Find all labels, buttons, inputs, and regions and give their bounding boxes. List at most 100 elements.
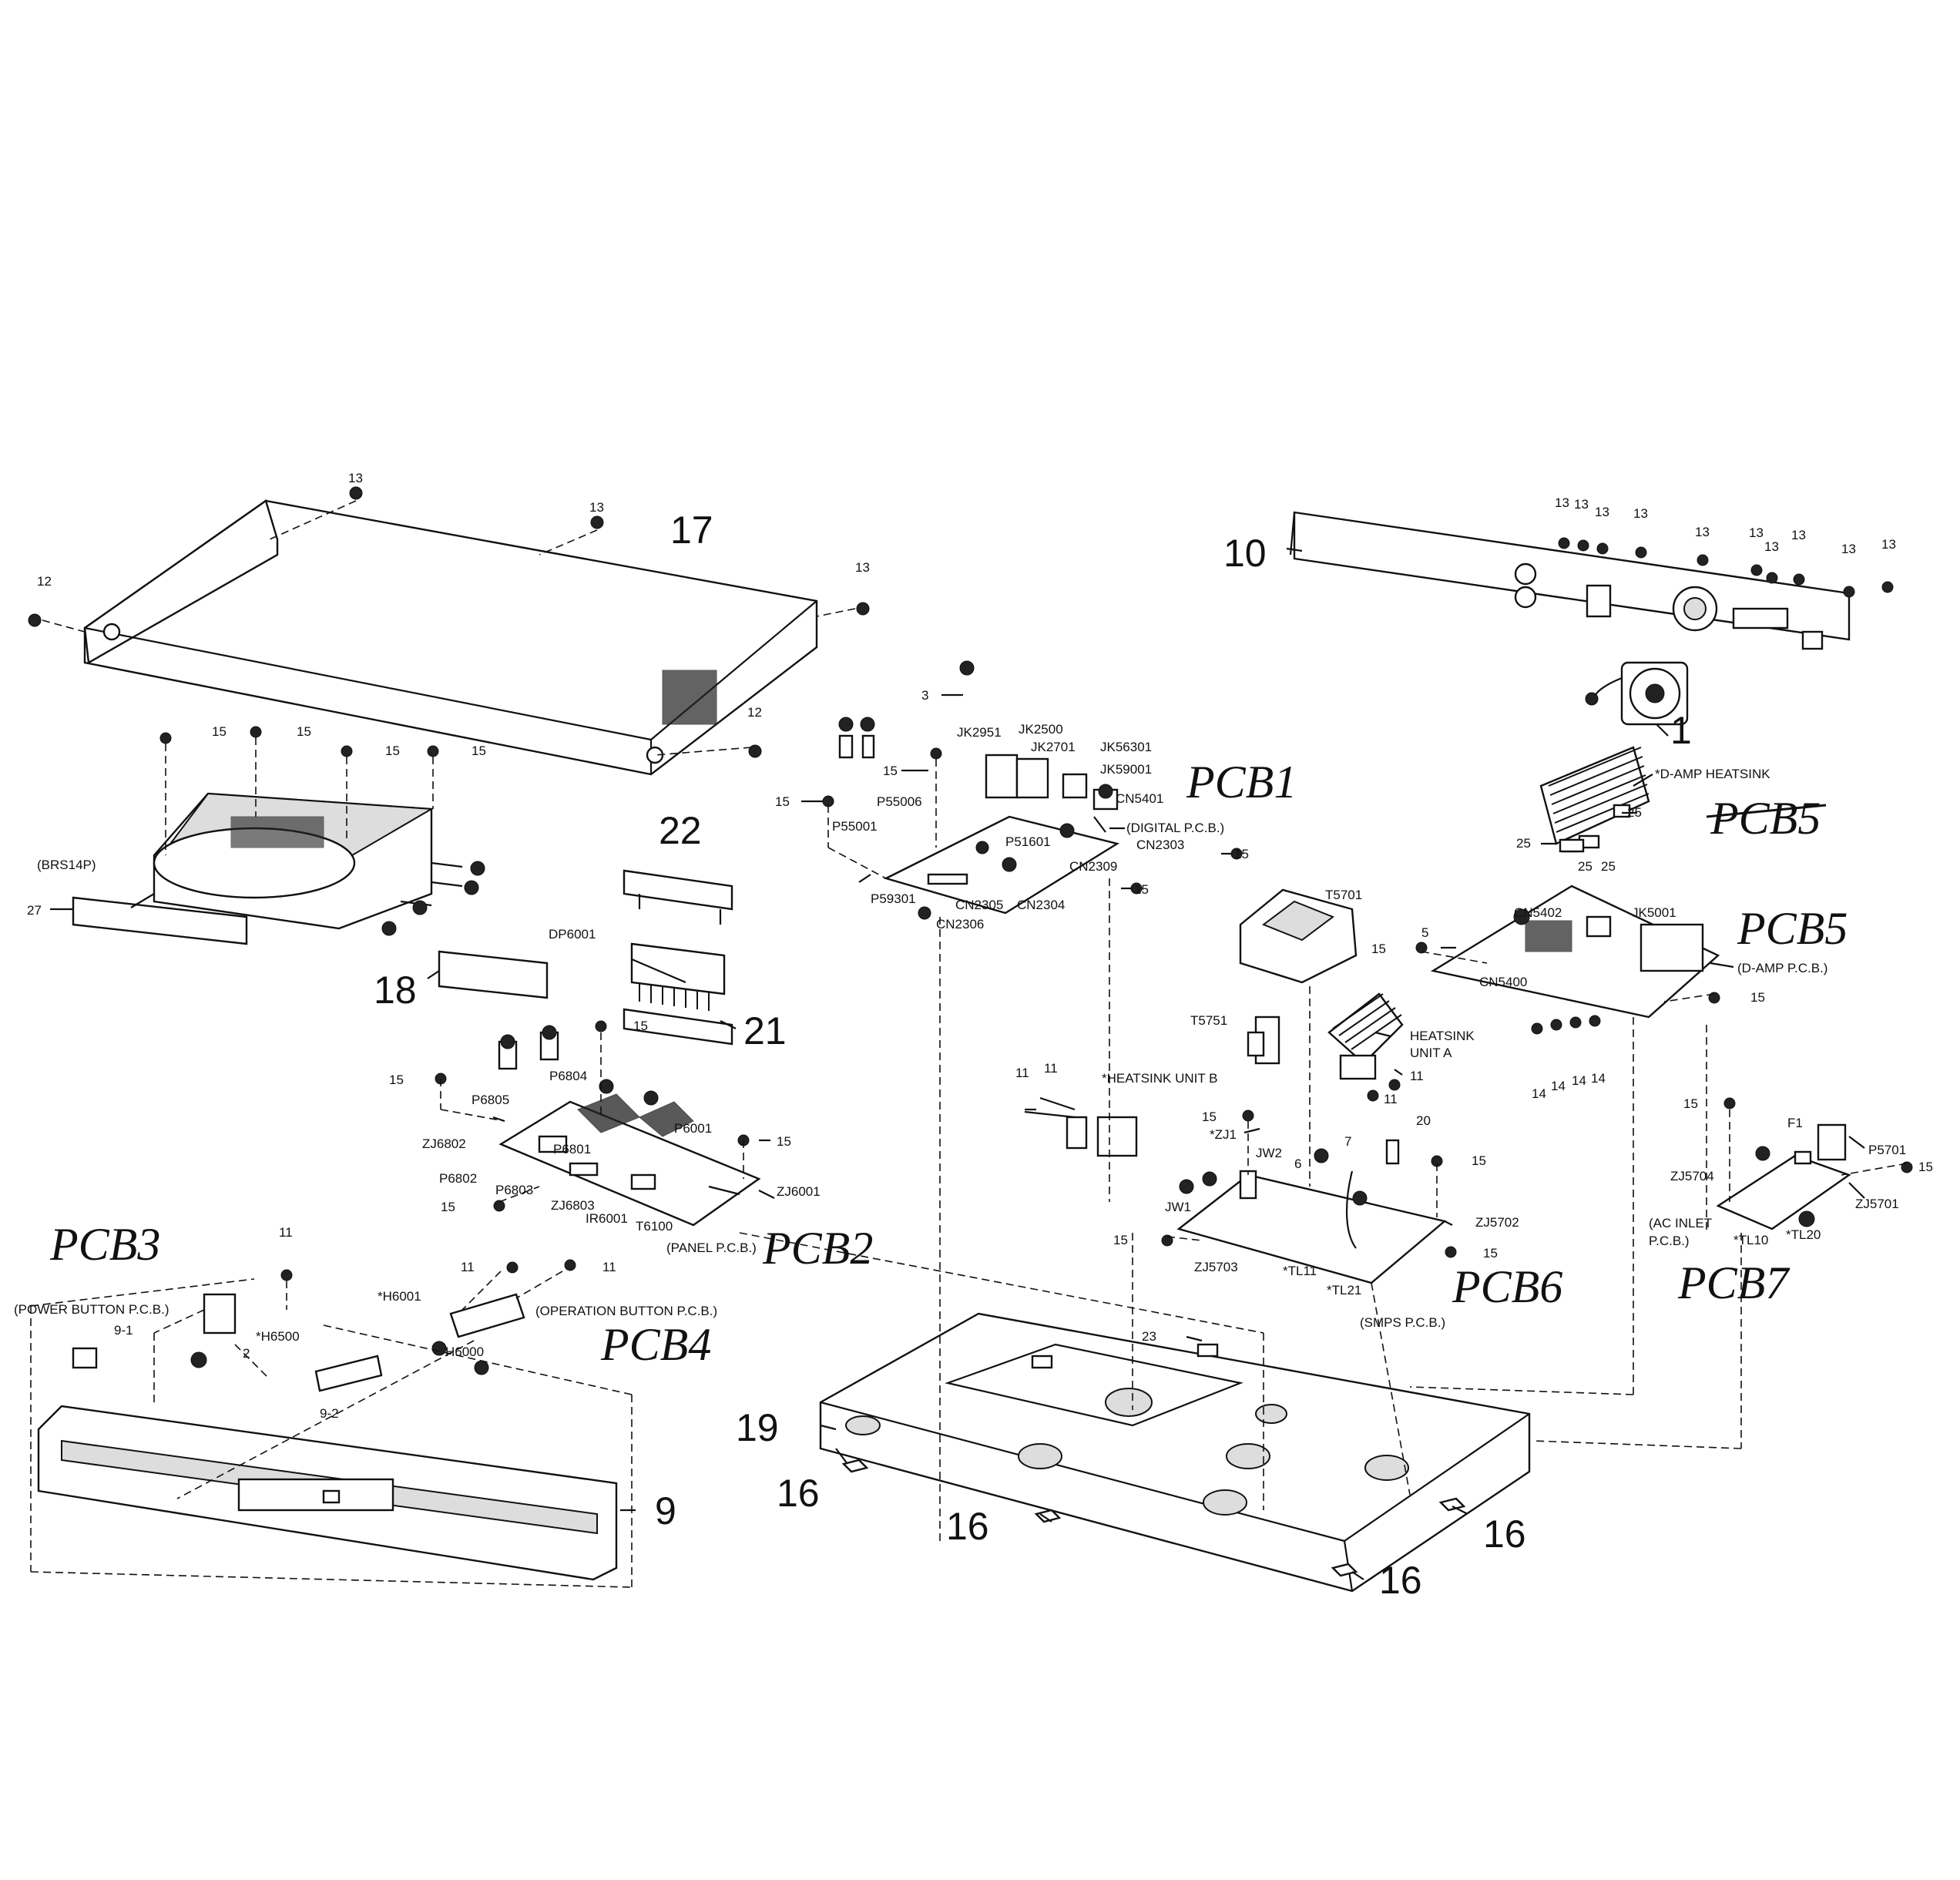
label-heatsink-unit-a: HEATSINK [1410, 1029, 1475, 1043]
label-power-button-pcb: (POWER BUTTON P.C.B.) [14, 1302, 169, 1317]
label-1: 1 [1670, 709, 1692, 752]
label-cn2303: CN2303 [1136, 838, 1184, 852]
part-labels: 13 13 13 12 12 17 15 15 15 15 (BRS14P) 2… [14, 471, 1933, 1602]
label-p55006: P55006 [877, 794, 922, 809]
label-p59301: P59301 [871, 891, 916, 906]
label-t5701: T5701 [1325, 888, 1362, 902]
label-15: 15 [1750, 990, 1765, 1005]
label-15: 15 [775, 794, 790, 809]
label-18: 18 [374, 969, 417, 1012]
label-16: 16 [777, 1472, 820, 1515]
label-12: 12 [37, 574, 52, 589]
label-13: 13 [1881, 537, 1896, 552]
label-p6802: P6802 [439, 1171, 477, 1186]
label-cn2306: CN2306 [936, 917, 984, 932]
label-operation-button-pcb: (OPERATION BUTTON P.C.B.) [535, 1304, 717, 1318]
label-25: 25 [1627, 805, 1642, 820]
label-14: 14 [1572, 1073, 1586, 1088]
handwritten-pcb6: PCB6 [1452, 1261, 1562, 1312]
label-27: 27 [27, 903, 42, 918]
label-15: 15 [633, 1019, 648, 1033]
label-ir6001: IR6001 [586, 1211, 628, 1226]
label-15: 15 [1472, 1153, 1486, 1168]
label-13: 13 [1695, 525, 1710, 539]
operation-button-pcb [314, 1293, 525, 1392]
label-f1: F1 [1787, 1116, 1803, 1130]
dashed-leaders [30, 500, 1908, 1588]
label-15: 15 [389, 1073, 404, 1087]
label-h6500: *H6500 [256, 1329, 300, 1344]
label-zj6001: ZJ6001 [777, 1184, 821, 1199]
heatsink-unit-a [1327, 992, 1404, 1080]
label-tl21: *TL21 [1327, 1283, 1361, 1298]
label-11: 11 [1044, 1061, 1058, 1076]
label-21: 21 [743, 1009, 787, 1052]
label-7: 7 [1344, 1134, 1351, 1149]
label-p55001: P55001 [832, 819, 878, 834]
label-16: 16 [946, 1505, 989, 1548]
label-25: 25 [1601, 859, 1616, 874]
strike-through [1706, 804, 1827, 818]
label-digital-pcb: (DIGITAL P.C.B.) [1126, 821, 1224, 835]
label-p5701: P5701 [1868, 1143, 1906, 1157]
label-13: 13 [1633, 506, 1648, 521]
front-panel [37, 1405, 618, 1581]
label-15: 15 [883, 764, 898, 778]
label-15: 15 [472, 744, 486, 758]
label-ac-inlet-pcb: P.C.B.) [1649, 1234, 1690, 1248]
label-15: 15 [1202, 1110, 1217, 1124]
label-15: 15 [1683, 1096, 1698, 1111]
handwritten-pcb5: PCB5 [1737, 903, 1848, 954]
label-brs14p: (BRS14P) [37, 858, 96, 872]
label-jk59001: JK59001 [1100, 762, 1152, 777]
label-15: 15 [441, 1200, 455, 1214]
label-cn5401: CN5401 [1116, 791, 1163, 806]
leader-lines [50, 547, 1865, 1580]
label-22: 22 [659, 809, 702, 852]
cover-vents [662, 670, 717, 725]
label-20: 20 [1416, 1113, 1431, 1128]
label-d-amp-heatsink: *D-AMP HEATSINK [1655, 767, 1770, 781]
label-11: 11 [1015, 1066, 1029, 1080]
label-cn5402: CN5402 [1514, 905, 1562, 920]
label-13: 13 [1791, 528, 1806, 542]
label-13: 13 [1841, 542, 1856, 556]
label-13: 13 [1595, 505, 1609, 519]
chassis [819, 1312, 1531, 1593]
label-p6801: P6801 [553, 1142, 591, 1157]
label-15: 15 [777, 1134, 791, 1149]
label-jk56301: JK56301 [1100, 740, 1152, 754]
handwritten-pcb1: PCB1 [1186, 757, 1297, 807]
label-15: 15 [1134, 882, 1149, 897]
label-13: 13 [855, 560, 870, 575]
label-p6001: P6001 [674, 1121, 712, 1136]
label-h6001: *H6001 [378, 1289, 421, 1304]
label-t5751: T5751 [1190, 1013, 1227, 1028]
digital-pcb [838, 660, 1120, 920]
handwritten-pcb5-struck: PCB5 [1710, 793, 1821, 844]
label-11: 11 [461, 1260, 475, 1274]
label-13: 13 [589, 500, 604, 515]
label-15: 15 [1234, 847, 1249, 861]
label-smps-pcb: (SMPS P.C.B.) [1360, 1315, 1445, 1330]
label-heatsink-unit-a: UNIT A [1410, 1046, 1452, 1060]
label-25: 25 [1516, 836, 1531, 851]
label-14: 14 [1591, 1071, 1606, 1086]
label-15: 15 [1918, 1160, 1933, 1174]
label-23: 23 [1142, 1329, 1156, 1344]
label-3: 3 [921, 688, 928, 703]
label-tl11: *TL11 [1283, 1264, 1317, 1278]
handwritten-annotations: PCB1 PCB2 PCB3 PCB4 PCB5 PCB5 PCB6 PCB7 [49, 757, 1848, 1370]
label-11: 11 [602, 1260, 616, 1274]
label-9-1: 9-1 [114, 1323, 133, 1338]
label-t6100: T6100 [636, 1219, 673, 1234]
label-15: 15 [385, 744, 400, 758]
display-dp6001 [630, 942, 726, 1011]
label-25: 25 [1578, 859, 1592, 874]
label-zj5702: ZJ5702 [1475, 1215, 1519, 1230]
label-jk5001: JK5001 [1632, 905, 1676, 920]
label-p6804: P6804 [549, 1069, 587, 1083]
label-11: 11 [1384, 1092, 1398, 1106]
ac-inlet-pcb [1716, 1123, 1851, 1230]
